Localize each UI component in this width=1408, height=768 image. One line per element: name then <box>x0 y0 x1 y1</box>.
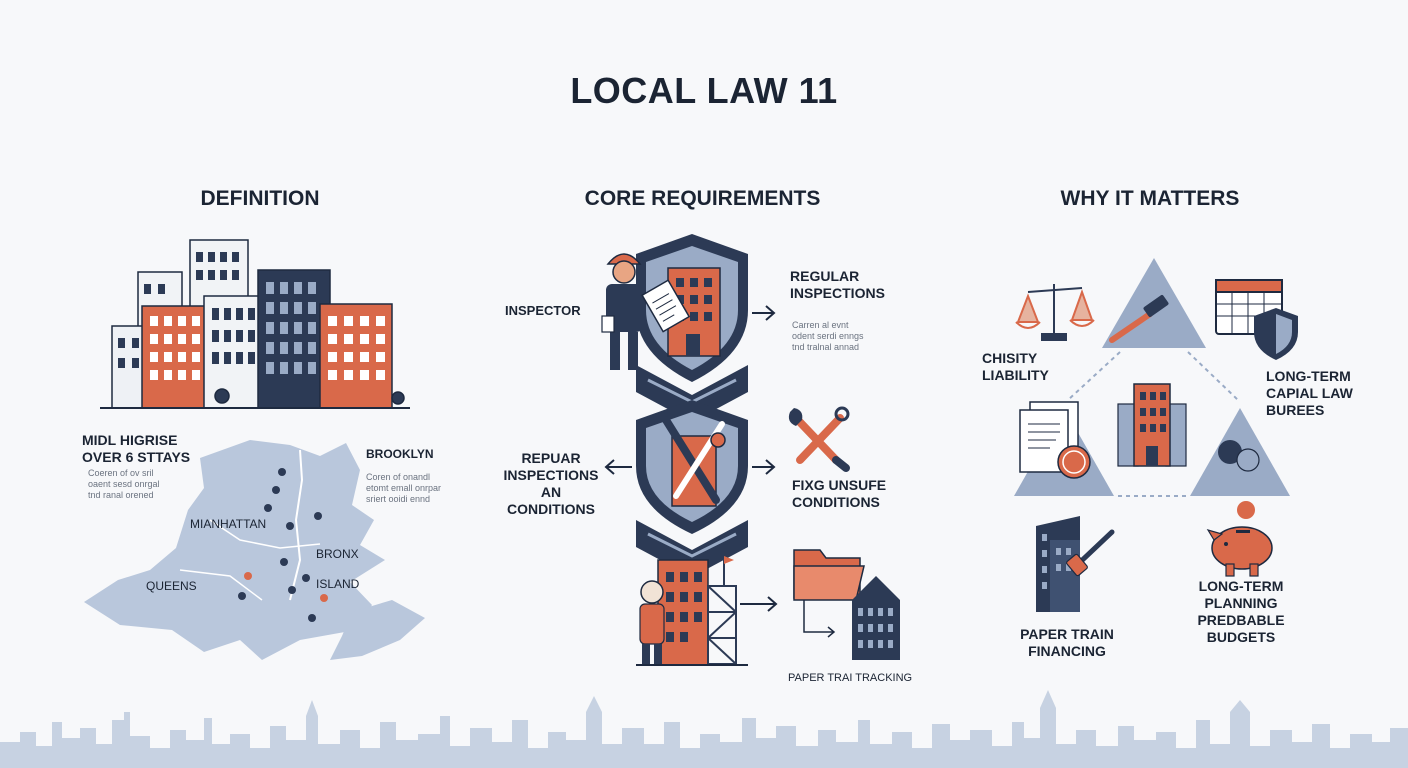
piggy-bank-icon <box>1206 501 1273 577</box>
brooklyn-notes: Coren of onandl etomt emall onrpar srier… <box>366 472 442 504</box>
core-arrows <box>604 305 836 638</box>
heading-definition: DEFINITION <box>200 187 320 210</box>
borough-bronx: BRONX <box>316 547 359 561</box>
heading-why-it-matters: WHY IT MATTERS <box>1060 187 1240 210</box>
brooklyn-label: BROOKLYN <box>366 447 434 461</box>
scaffold-icon <box>636 556 748 666</box>
page-title: LOCAL LAW 11 <box>570 70 838 111</box>
shield-icon <box>636 234 748 382</box>
liability-label: CHISITY LIABILITY <box>982 350 1049 383</box>
heads-icon <box>1218 440 1260 472</box>
paper-trail-tracking-label: PAPER TRAI TRACKING <box>788 672 913 684</box>
capital-label: LONG-TERM CAPIAL LAW BUREES <box>1266 368 1353 418</box>
tools-icon <box>788 406 850 472</box>
inspector-label: INSPECTOR <box>505 303 581 318</box>
scope-notes: Coeren of ov sril oaent sesd onrgal tnd … <box>88 468 160 500</box>
document-icon <box>1019 401 1091 479</box>
scope-label: MIDL HIGRISE OVER 6 STTAYS <box>82 432 191 465</box>
borough-island: ISLAND <box>316 577 360 591</box>
nyc-map-icon <box>84 440 425 660</box>
gavel-icon <box>1109 294 1169 343</box>
regular-inspections-notes: Carren al evnt odent serdi enngs tnd tra… <box>792 320 864 352</box>
skyline-icon <box>0 690 1408 768</box>
borough-manhattan: MIANHATTAN <box>190 517 267 531</box>
financing-building-icon <box>1036 516 1115 612</box>
heading-core-requirements: CORE REQUIREMENTS <box>584 187 821 210</box>
inspector-icon <box>601 253 691 370</box>
scales-icon <box>1015 284 1095 341</box>
center-building-icon <box>1117 383 1187 467</box>
folder-icon <box>793 549 865 601</box>
borough-queens: QUEENS <box>146 579 197 593</box>
calendar-icon <box>1215 279 1298 360</box>
repair-inspections-label: REPUAR INSPECTIONS AN CONDITIONS <box>503 450 599 517</box>
fix-conditions-label: FIXG UNSUFE CONDITIONS <box>792 477 887 510</box>
city-buildings-icon <box>100 239 410 409</box>
shield-icon <box>636 400 748 534</box>
financing-label: PAPER TRAIN FINANCING <box>1020 626 1114 659</box>
tower-building-icon <box>852 576 900 660</box>
planning-label: LONG-TERM PLANNING PREDBABLE BUDGETS <box>1197 578 1285 645</box>
regular-inspections-label: REGULAR INSPECTIONS <box>790 268 885 301</box>
